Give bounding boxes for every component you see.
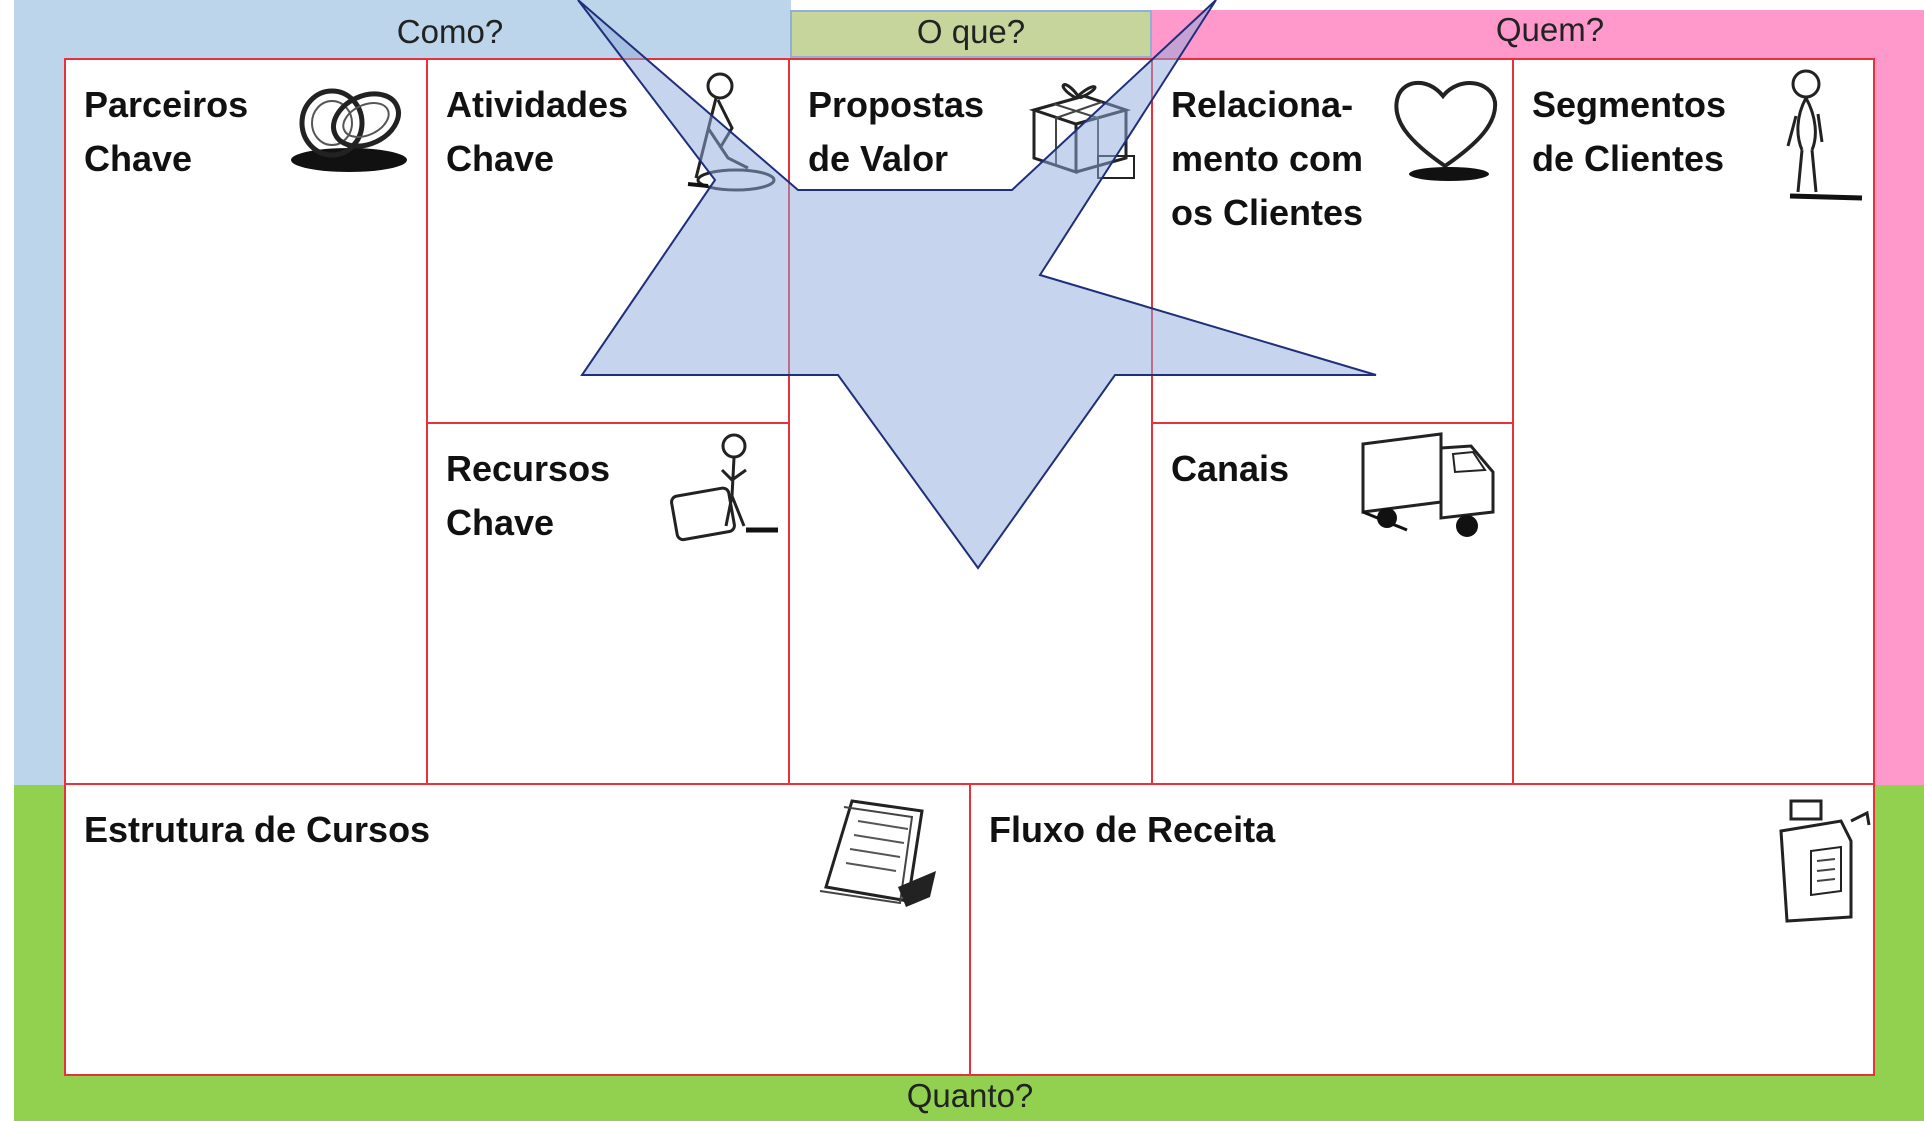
cell-propostas-de-valor[interactable]: Propostas de Valor — [788, 58, 1153, 785]
cell-title: Canais — [1171, 448, 1290, 489]
standing-person-icon — [1786, 69, 1863, 201]
cell-title: Parceiros Chave — [84, 84, 249, 179]
cell-title: Segmentos de Clientes — [1532, 84, 1727, 179]
document-stack-icon — [819, 799, 936, 907]
cell-title: Relaciona- mento com os Clientes — [1171, 84, 1364, 233]
header-quem: Quem? — [1495, 11, 1605, 48]
cell-title: Fluxo de Receita — [989, 809, 1276, 850]
cell-title: Atividades Chave — [446, 84, 629, 179]
header-como: Como? — [396, 13, 504, 50]
cell-relacionamento-clientes[interactable]: Relaciona- mento com os Clientes — [1151, 58, 1514, 424]
cell-recursos-chave[interactable]: Recursos Chave — [426, 422, 790, 785]
cell-parceiros-chave[interactable]: Parceiros Chave — [64, 58, 428, 785]
heart-icon — [1394, 80, 1498, 181]
linked-rings-icon — [291, 88, 407, 172]
cell-fluxo-de-receita[interactable]: Fluxo de Receita — [969, 783, 1875, 1076]
gift-box-icon — [1028, 83, 1135, 179]
cell-title: Recursos Chave — [446, 448, 611, 543]
person-with-box-icon — [670, 433, 778, 542]
cell-title: Estrutura de Cursos — [84, 809, 431, 850]
cell-estrutura-de-cursos[interactable]: Estrutura de Cursos — [64, 783, 971, 1076]
cell-atividades-chave[interactable]: Atividades Chave — [426, 58, 790, 424]
person-working-icon — [687, 72, 776, 192]
cash-register-icon — [1779, 799, 1871, 923]
header-quanto: Quanto? — [906, 1077, 1034, 1114]
header-oque: O que? — [916, 13, 1026, 50]
cell-segmentos-clientes[interactable]: Segmentos de Clientes — [1512, 58, 1875, 785]
truck-icon — [1361, 432, 1495, 537]
cell-title: Propostas de Valor — [808, 84, 985, 179]
cell-canais[interactable]: Canais — [1151, 422, 1514, 785]
